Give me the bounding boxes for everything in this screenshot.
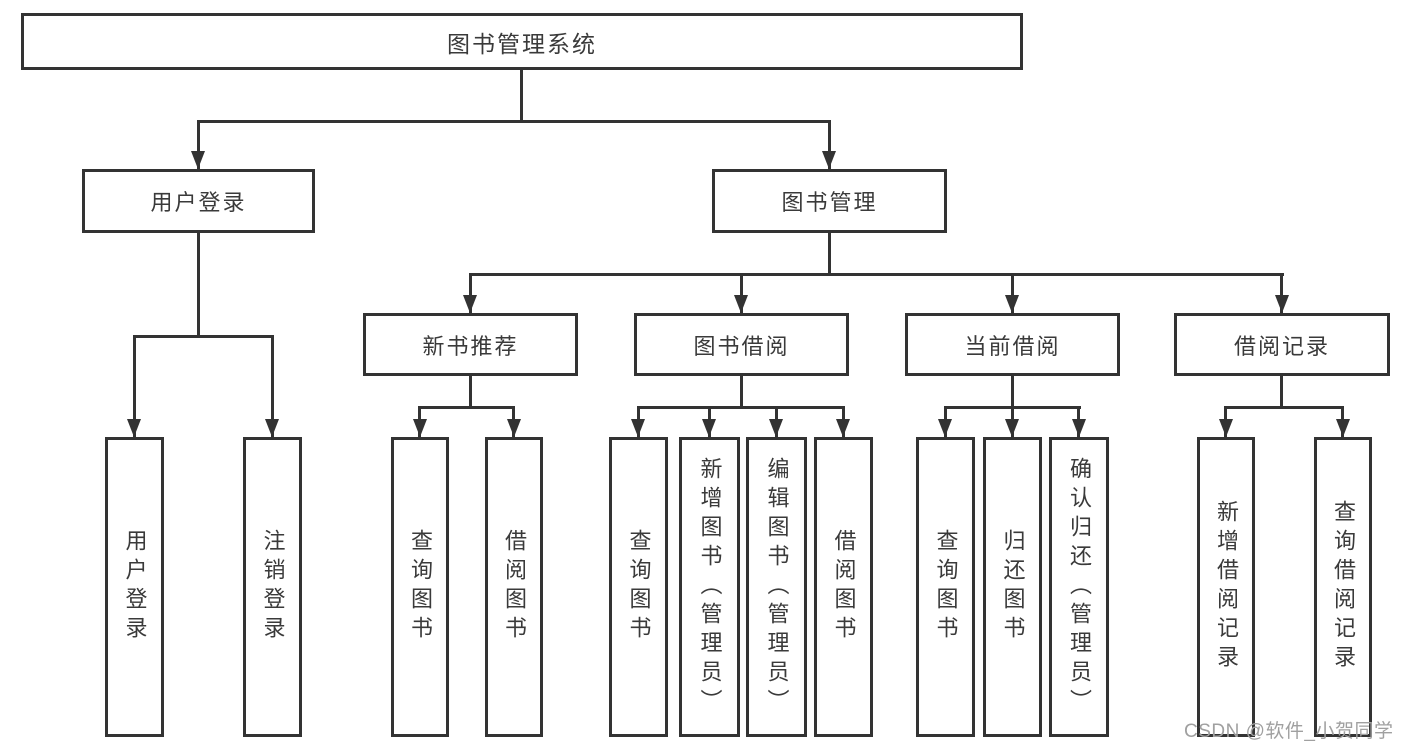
arrow-down-icon [836, 419, 850, 437]
node-book-borrowing: 图书借阅 [634, 313, 849, 376]
leaf-query-book-borrowing: 查询图书 [609, 437, 668, 737]
node-label: 查询图书 [933, 529, 959, 645]
node-label: 新书推荐 [422, 333, 519, 359]
arrow-down-icon [631, 419, 645, 437]
node-book-management: 图书管理 [712, 169, 947, 233]
node-user-login-branch: 用户登录 [82, 169, 315, 233]
leaf-user-login: 用户登录 [105, 437, 164, 737]
arrow-down-icon [769, 419, 783, 437]
connector-line [469, 273, 472, 313]
arrow-down-icon [702, 419, 716, 437]
leaf-edit-book-admin: 编辑图书（管理员） [746, 437, 807, 737]
connector-line [271, 335, 274, 437]
node-library-system: 图书管理系统 [21, 13, 1023, 70]
leaf-borrow-book: 借阅图书 [814, 437, 873, 737]
connector-line [828, 120, 831, 169]
node-label: 当前借阅 [964, 333, 1061, 359]
arrow-down-icon [507, 419, 521, 437]
connector-line [133, 335, 274, 338]
connector-line [469, 273, 1284, 276]
csdn-watermark: CSDN @软件_小贺同学 [1184, 721, 1394, 742]
connector-line [418, 406, 515, 409]
arrow-down-icon [1275, 295, 1289, 313]
connector-line [1011, 376, 1014, 406]
node-label: 查询图书 [626, 529, 652, 645]
node-current-borrowing: 当前借阅 [905, 313, 1120, 376]
leaf-confirm-return-admin: 确认归还（管理员） [1049, 437, 1109, 737]
node-label: 编辑图书（管理员） [764, 456, 790, 718]
node-label: 确认归还（管理员） [1067, 456, 1092, 718]
connector-line [133, 335, 136, 437]
arrow-down-icon [127, 419, 141, 437]
leaf-query-book-current: 查询图书 [916, 437, 975, 737]
node-label: 新增借阅记录 [1214, 500, 1239, 674]
node-label: 图书管理系统 [447, 30, 597, 57]
node-label: 借阅图书 [831, 529, 857, 645]
connector-line [197, 120, 831, 123]
arrow-down-icon [734, 295, 748, 313]
arrow-down-icon [413, 419, 427, 437]
connector-line [828, 233, 831, 273]
leaf-query-borrow-record: 查询借阅记录 [1314, 437, 1372, 737]
arrow-down-icon [938, 419, 952, 437]
connector-line [469, 376, 472, 406]
connector-line [637, 406, 845, 409]
connector-line [740, 273, 743, 313]
leaf-borrow-book-recommend: 借阅图书 [485, 437, 543, 737]
node-label: 借阅图书 [502, 529, 527, 645]
connector-line [1280, 376, 1283, 406]
node-label: 查询借阅记录 [1331, 500, 1356, 674]
leaf-logout: 注销登录 [243, 437, 302, 737]
node-label: 查询图书 [408, 529, 433, 645]
arrow-down-icon [1005, 419, 1019, 437]
node-label: 用户登录 [122, 529, 148, 645]
leaf-add-borrow-record: 新增借阅记录 [1197, 437, 1255, 737]
arrow-down-icon [1072, 419, 1086, 437]
arrow-down-icon [463, 295, 477, 313]
connector-line [1011, 273, 1014, 313]
arrow-down-icon [1219, 419, 1233, 437]
connector-line [197, 120, 200, 169]
node-label: 借阅记录 [1233, 333, 1330, 359]
arrow-down-icon [265, 419, 279, 437]
node-label: 图书管理 [781, 190, 878, 215]
leaf-query-book-recommend: 查询图书 [391, 437, 449, 737]
node-label: 用户登录 [150, 190, 247, 215]
leaf-return-book: 归还图书 [983, 437, 1042, 737]
node-label: 新增图书（管理员） [697, 456, 723, 718]
connector-line [197, 233, 200, 335]
arrow-down-icon [191, 151, 205, 169]
node-borrow-records: 借阅记录 [1174, 313, 1390, 376]
connector-line [1280, 273, 1283, 313]
arrow-down-icon [822, 151, 836, 169]
node-label: 注销登录 [260, 529, 286, 645]
arrow-down-icon [1336, 419, 1350, 437]
leaf-add-book-admin: 新增图书（管理员） [679, 437, 740, 737]
node-label: 图书借阅 [693, 333, 790, 359]
connector-line [520, 69, 523, 120]
arrow-down-icon [1005, 295, 1019, 313]
node-label: 归还图书 [1000, 529, 1026, 645]
connector-line [1224, 406, 1344, 409]
connector-line [740, 376, 743, 406]
node-new-book-recommend: 新书推荐 [363, 313, 578, 376]
